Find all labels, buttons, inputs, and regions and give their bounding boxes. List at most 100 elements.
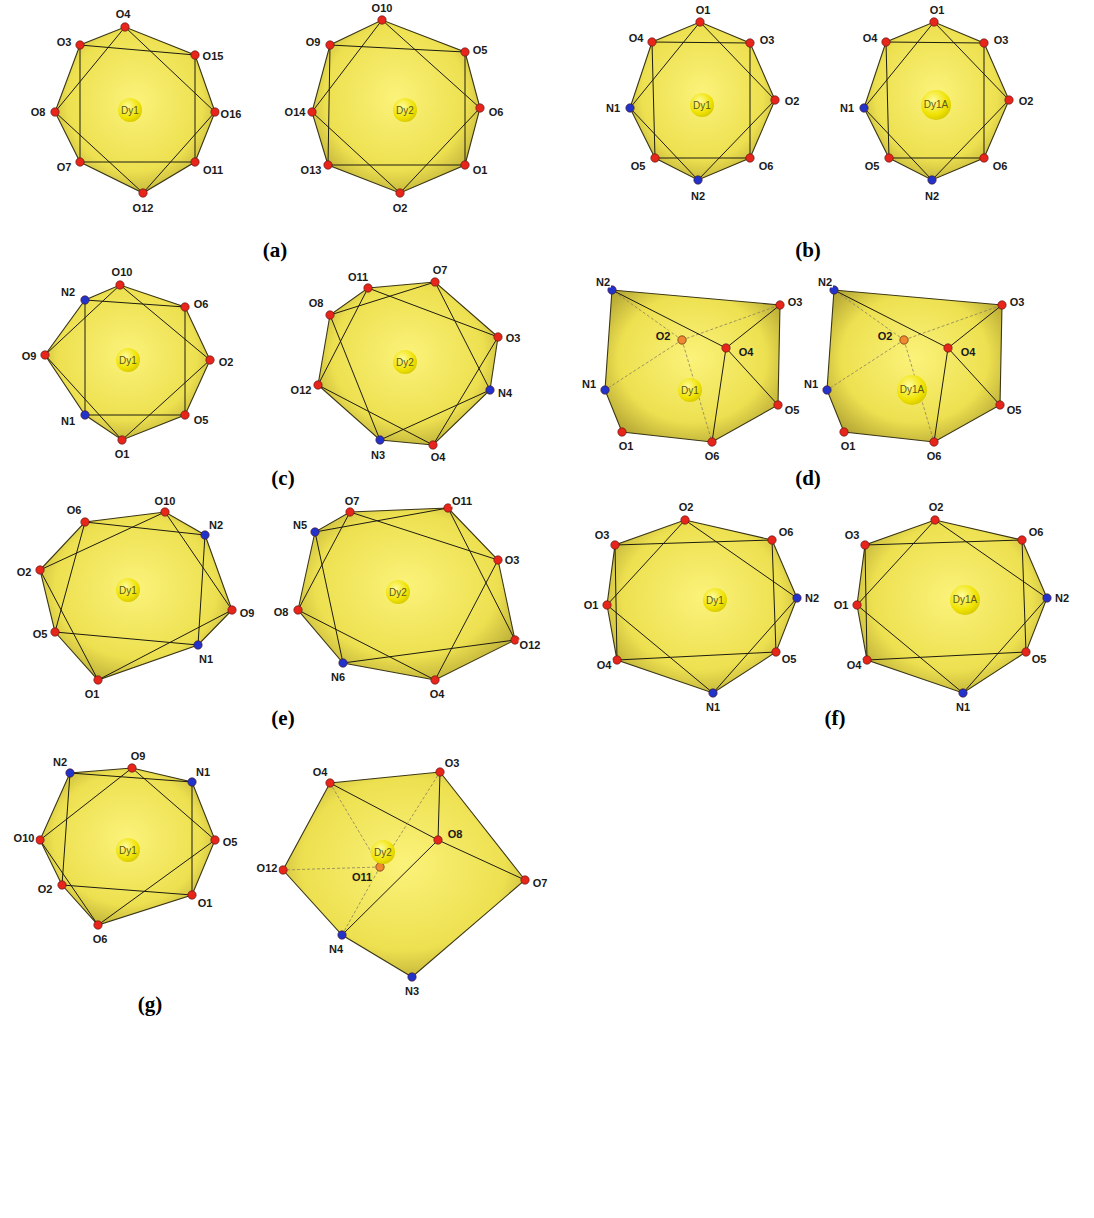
atom-dot: [41, 351, 49, 359]
atom-label: O15: [202, 51, 225, 62]
atom-label: O12: [256, 863, 279, 874]
metal-atom: Dy2: [393, 98, 417, 122]
atom-dot: [429, 441, 437, 449]
atom-dot: [648, 38, 656, 46]
atom-label: O4: [846, 660, 863, 671]
atom-label: O1: [197, 898, 214, 909]
polyhedron-edge: [330, 315, 380, 440]
atom-label: O10: [371, 3, 394, 14]
atom-dot: [188, 778, 196, 786]
atom-dot: [774, 401, 782, 409]
atom-dot: [116, 281, 124, 289]
atom-label: O10: [13, 833, 36, 844]
atom-label: O5: [1031, 654, 1048, 665]
polyhedron-edge: [934, 22, 1009, 100]
atom-label: O9: [305, 37, 322, 48]
atom-label: N3: [404, 986, 420, 997]
polyhedron-edge: [70, 773, 192, 782]
atom-dot: [364, 284, 372, 292]
metal-atom: Dy1: [118, 98, 142, 122]
coordination-polyhedron: [601, 286, 784, 446]
atom-dot: [618, 428, 626, 436]
polyhedron-edge: [948, 305, 1002, 348]
atom-label: O9: [239, 608, 256, 619]
atom-label: O3: [759, 35, 776, 46]
polyhedron-edge: [984, 43, 985, 158]
coordination-polyhedron: [279, 768, 529, 981]
atom-label: O6: [704, 451, 721, 462]
atom-label: O3: [505, 333, 522, 344]
polyhedron-edge: [615, 545, 617, 660]
polyhedron-edge: [772, 540, 776, 652]
panel-letter: (a): [263, 240, 288, 261]
atom-dot: [696, 18, 704, 26]
polyhedron-face: [857, 520, 1047, 693]
polyhedron-edge: [122, 360, 210, 440]
polyhedron-edge: [192, 782, 193, 895]
polyhedron-edge: [934, 348, 948, 442]
atom-label: O12: [290, 385, 313, 396]
atom-dot: [746, 39, 754, 47]
atom-name: Dy1A: [924, 99, 948, 110]
atom-label: O7: [56, 162, 73, 173]
polyhedron-edge: [55, 112, 143, 193]
atom-dot: [308, 108, 316, 116]
atom-label: N2: [690, 191, 706, 202]
coordination-polyhedron: [308, 16, 484, 197]
atom-dot: [76, 41, 84, 49]
polyhedron-face: [630, 22, 775, 180]
atom-name: Dy1A: [900, 384, 924, 395]
atom-label: O2: [37, 884, 54, 895]
polyhedron-edge: [857, 605, 963, 693]
atom-label: O3: [504, 555, 521, 566]
atom-label: O1: [583, 600, 600, 611]
atom-label: N2: [804, 593, 820, 604]
atom-dot: [722, 344, 730, 352]
atom-dot: [494, 556, 502, 564]
polyhedron-edge: [342, 867, 380, 935]
polyhedron-edge: [318, 385, 433, 445]
atom-dot: [431, 676, 439, 684]
polyhedron-edge: [342, 840, 438, 935]
atom-label: N2: [595, 277, 611, 288]
atom-label: O2: [16, 567, 33, 578]
polyhedron-edge: [143, 112, 215, 193]
atom-label: O3: [844, 530, 861, 541]
atom-label: O12: [132, 203, 155, 214]
atom-name: Dy1: [119, 585, 137, 596]
polyhedron-face: [40, 768, 215, 925]
atom-label: O4: [862, 33, 879, 44]
coordination-polyhedron: [41, 281, 214, 444]
atom-dot: [161, 508, 169, 516]
atom-dot: [194, 641, 202, 649]
atom-label: O7: [344, 496, 361, 507]
metal-atom: Dy1: [690, 93, 714, 117]
atom-name: Dy1: [121, 105, 139, 116]
polyhedron-edge: [617, 652, 776, 660]
atom-dot: [944, 344, 952, 352]
atom-label: O6: [992, 161, 1009, 172]
polyhedron-face: [607, 520, 797, 693]
metal-atom: Dy2: [386, 580, 410, 604]
polyhedron-edge: [312, 20, 382, 112]
atom-dot: [378, 16, 386, 24]
metal-atom: Dy1: [116, 838, 140, 862]
panel-letter: (g): [138, 994, 163, 1015]
atom-dot: [94, 921, 102, 929]
atom-dot: [678, 336, 686, 344]
atom-dot: [211, 836, 219, 844]
atom-dot: [980, 39, 988, 47]
atom-label: O2: [392, 203, 409, 214]
atom-label: O1: [840, 441, 857, 452]
atom-label: O16: [220, 109, 243, 120]
polyhedron-edge: [652, 42, 655, 158]
polyhedron-edge: [330, 783, 438, 840]
atom-label: O1: [472, 165, 489, 176]
atom-label: O10: [111, 267, 134, 278]
atom-label: O4: [738, 347, 755, 358]
polyhedron-edge: [80, 45, 81, 162]
polyhedron-edge: [834, 290, 904, 340]
coordination-polyhedron: [36, 508, 236, 684]
polyhedron-face: [605, 290, 780, 442]
atom-dot: [326, 41, 334, 49]
